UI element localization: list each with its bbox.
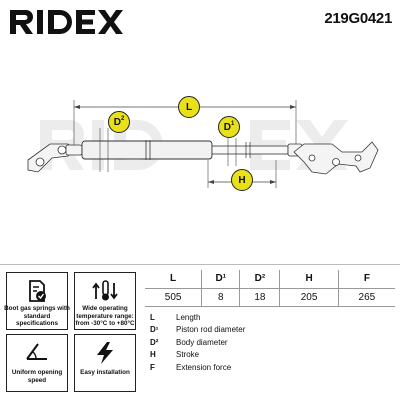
badge-d2-base: D	[113, 116, 121, 128]
feature-opening-speed	[6, 334, 68, 392]
legend-item: D¹ Piston rod diameter	[150, 324, 390, 337]
legend-item: D² Body diameter	[150, 336, 390, 349]
legend-key: D²	[150, 337, 159, 347]
feature-temperature-label: Wide operating temperature range: from -…	[75, 305, 135, 327]
badge-stroke: H	[231, 169, 253, 191]
legend-key: F	[150, 362, 155, 372]
spec-value-cell: 8	[201, 287, 241, 307]
feature-standard-spec	[6, 272, 68, 330]
spec-table: L D¹ D² H F 505 8 18 205 265	[145, 270, 395, 307]
legend-key: H	[150, 350, 156, 360]
legend-item: L Length	[150, 311, 390, 324]
ridex-logo	[10, 10, 123, 34]
spec-value-cell: 505	[145, 287, 203, 307]
feature-opening-speed-label: Uniform opening speed	[11, 369, 63, 384]
badge-length-label: L	[185, 101, 193, 113]
spec-header-row: L D¹ D² H F	[145, 270, 395, 289]
part-number: 219G0421	[324, 10, 392, 27]
legend-text: Extension force	[176, 362, 232, 372]
legend-text: Body diameter	[176, 337, 228, 347]
spec-header-cell: H	[279, 270, 339, 289]
feature-panel: Boot gas springs with standard specifica…	[4, 272, 138, 392]
opening-angle-icon	[26, 343, 47, 360]
badge-d1-base: D	[223, 121, 231, 133]
spec-value-cell: 18	[239, 287, 281, 307]
spec-legend: L Length D¹ Piston rod diameter D² Body …	[150, 311, 390, 374]
lightning-icon	[97, 342, 113, 364]
badge-d2-sup: 2	[120, 116, 125, 122]
legend-key: L	[150, 312, 155, 322]
feature-easy-installation-label: Easy installation	[80, 369, 130, 376]
temperature-arrows-icon	[92, 280, 118, 301]
legend-item: H Stroke	[150, 349, 390, 362]
legend-text: Length	[176, 312, 201, 322]
feature-standard-spec-label: Boot gas springs with standard specifica…	[4, 305, 70, 327]
badge-d1-sup: 1	[230, 121, 235, 127]
spec-header-cell: D¹	[201, 270, 241, 289]
spec-header-cell: D²	[239, 270, 281, 289]
spec-header-cell: L	[145, 270, 203, 289]
legend-item: F Extension force	[150, 361, 390, 374]
gas-spring-diagram	[27, 100, 379, 188]
badge-stroke-label: H	[238, 174, 246, 186]
legend-text: Piston rod diameter	[176, 325, 246, 335]
feature-easy-installation	[74, 334, 136, 392]
legend-key: D¹	[150, 325, 159, 335]
spec-value-cell: 265	[337, 287, 395, 307]
gas-spring-check-icon	[29, 280, 46, 302]
feature-temperature	[74, 272, 136, 330]
section-divider	[0, 264, 400, 265]
badge-length: L	[178, 96, 200, 118]
spec-value-row: 505 8 18 205 265	[145, 287, 395, 307]
spec-value-cell: 205	[279, 287, 339, 307]
spec-header-cell: F	[337, 270, 395, 289]
legend-text: Stroke	[176, 350, 200, 360]
